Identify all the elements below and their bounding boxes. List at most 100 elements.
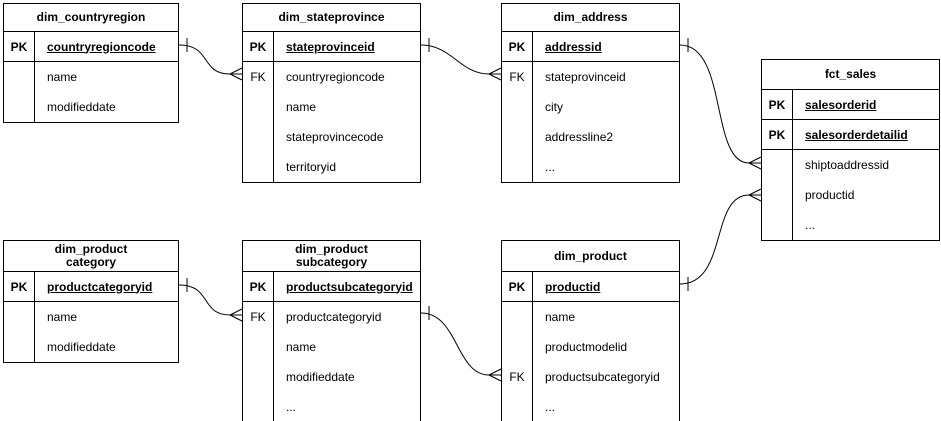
field-name: modifieddate [286,370,355,384]
field-row: addressline2 [502,122,679,152]
table-title: fct_sales [762,60,939,90]
field-name: ... [286,400,297,414]
field-name: ... [545,400,556,414]
field-name: territoryid [286,160,337,174]
field-name: name [286,340,317,354]
field-name: modifieddate [47,340,116,354]
key-label: PK [508,279,526,294]
table-title: dim_countryregion [4,4,178,32]
table-title: dim_address [502,4,679,32]
field-row: territoryid [243,152,420,182]
field-name: stateprovinceid [286,39,375,54]
table-title: dim_product category [4,241,178,272]
field-row: ... [762,210,939,240]
key-label: PK [768,97,786,112]
field-row: name [243,332,420,362]
primary-key-row: PK countryregioncode [4,32,178,62]
connector-stateprovince-address[interactable] [420,38,502,81]
foreign-key-row: FK stateprovinceid [502,62,679,92]
table-dim-countryregion[interactable]: dim_countryregion PK countryregioncode nam… [3,3,179,123]
field-row: name [4,302,178,332]
field-name: salesorderid [805,97,877,112]
table-dim-product[interactable]: dim_product PK productid name productmodeli… [501,240,680,421]
connector-product-fctsales[interactable] [679,188,762,291]
field-name: productmodelid [545,340,628,354]
primary-key-row: PK addressid [502,32,679,62]
field-row: stateprovincecode [243,122,420,152]
key-label: PK [768,127,786,142]
field-row: name [243,92,420,122]
key-label: FK [509,370,525,384]
crow-foot [488,368,502,382]
crow-foot [748,156,762,170]
field-row: modifieddate [4,332,178,362]
foreign-key-row: FK countryregioncode [243,62,420,92]
field-row: productid [762,180,939,210]
primary-key-row: PK productsubcategoryid [243,272,420,302]
field-name: stateprovinceid [545,70,626,84]
crow-foot [229,308,243,322]
field-row: modifieddate [243,362,420,392]
table-dim-productsubcategory[interactable]: dim_product subcategory PK productsubcate… [242,240,421,421]
connector-productsubcategory-product[interactable] [420,306,502,382]
table-title: dim_product [502,241,679,272]
field-row: city [502,92,679,122]
field-name: productid [545,279,601,294]
connector-countryregion-stateprovince[interactable] [178,38,243,81]
field-row: name [502,302,679,332]
crow-foot [488,67,502,81]
field-name: productcategoryid [47,279,153,294]
field-name: productsubcategoryid [545,370,660,384]
key-label: PK [10,39,28,54]
field-name: ... [545,160,556,174]
field-name: modifieddate [47,100,116,114]
field-name: name [545,310,576,324]
field-name: ... [805,218,816,232]
field-name: addressline2 [545,130,614,144]
connector-address-fctsales[interactable] [679,38,762,170]
key-label: FK [509,70,525,84]
field-name: stateprovincecode [286,130,384,144]
table-title: dim_product subcategory [243,241,420,272]
field-row: name [4,62,178,92]
field-name: name [286,100,317,114]
field-row: productmodelid [502,332,679,362]
field-name: name [47,70,78,84]
key-label: PK [508,39,526,54]
foreign-key-row: FK productcategoryid [243,302,420,332]
field-name: shiptoaddressid [805,158,890,172]
field-row: modifieddate [4,92,178,122]
connector-productcategory-productsubcategory[interactable] [178,278,243,322]
field-name: countryregioncode [286,70,385,84]
field-row: shiptoaddressid [762,150,939,180]
crow-foot [748,188,762,202]
field-name: countryregioncode [47,39,156,54]
field-name: productcategoryid [286,310,382,324]
primary-key-row: PK salesorderid [762,90,939,120]
primary-key-row: PK productid [502,272,679,302]
key-label: FK [250,310,266,324]
field-name: city [545,100,563,114]
field-name: productsubcategoryid [286,279,413,294]
field-name: name [47,310,78,324]
field-name: addressid [545,39,602,54]
field-name: salesorderdetailid [805,127,908,142]
primary-key-row: PK salesorderdetailid [762,120,939,150]
key-label: FK [250,70,266,84]
key-label: PK [249,279,267,294]
field-row: ... [243,392,420,421]
crow-foot [229,67,243,81]
field-row: ... [502,392,679,421]
